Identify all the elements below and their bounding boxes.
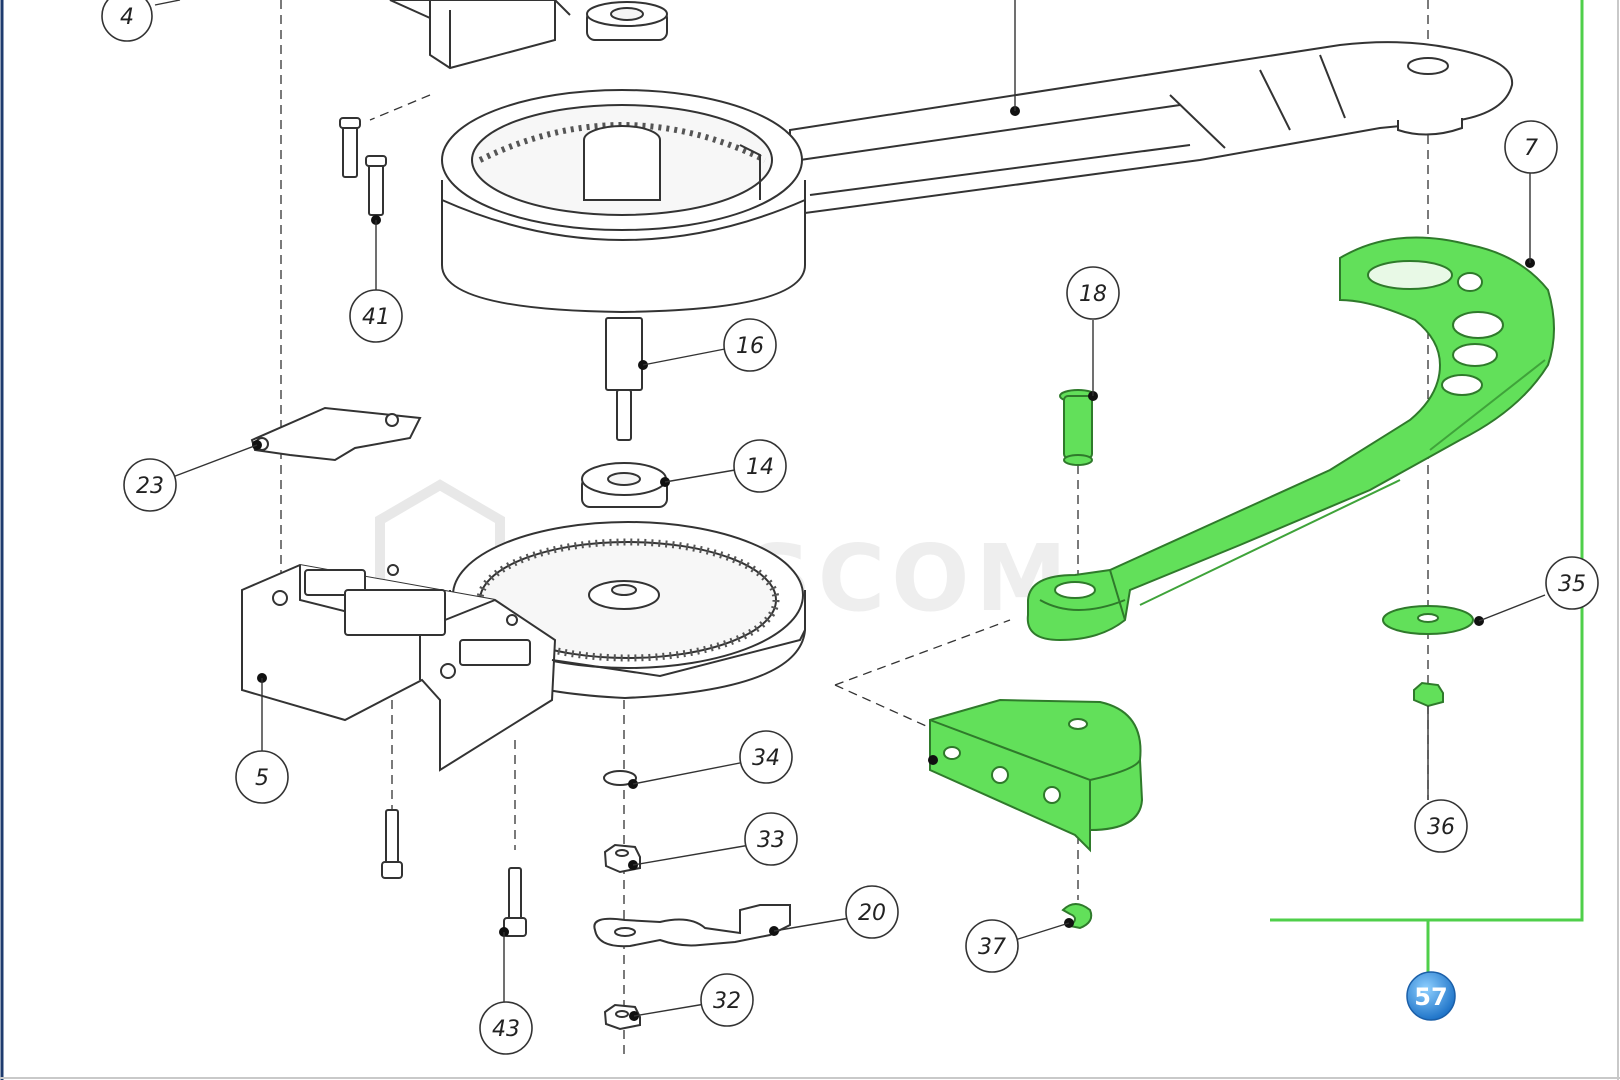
cover-fragment — [389, 0, 571, 70]
callout-32: 32 — [700, 973, 754, 1027]
part-23-plate — [250, 406, 422, 462]
part-43-screw — [503, 867, 527, 937]
callout-34: 34 — [739, 730, 793, 784]
callout-18: 18 — [1066, 266, 1120, 320]
part-41-bolts — [339, 117, 387, 216]
callout-23-label: 23 — [136, 474, 164, 499]
gear-housing-arm — [441, 41, 1514, 314]
kit-bracket — [1270, 0, 1584, 975]
callout-35: 35 — [1545, 556, 1599, 610]
kit-badge-57[interactable]: 57 — [1406, 971, 1456, 1021]
callout-14: 14 — [733, 439, 787, 493]
part-20-contact — [593, 904, 791, 948]
kit-badge-label: 57 — [1414, 983, 1447, 1011]
callout-23: 23 — [123, 458, 177, 512]
callout-4-label: 4 — [120, 5, 134, 30]
callout-20: 20 — [845, 885, 899, 939]
part-36-nut-highlighted — [1413, 681, 1444, 708]
callout-16: 16 — [723, 318, 777, 372]
callout-4: 4 — [101, 0, 153, 42]
callout-33-label: 33 — [757, 828, 785, 853]
callout-37: 37 — [965, 919, 1019, 973]
callout-5-label: 5 — [255, 766, 269, 791]
callout-32-label: 32 — [713, 989, 741, 1014]
callout-41-label: 41 — [362, 305, 390, 330]
leader-lines — [154, 0, 1546, 1017]
clevis-bracket-highlighted — [929, 698, 1144, 853]
callout-37-label: 37 — [978, 935, 1006, 960]
callout-34-label: 34 — [752, 746, 780, 771]
callout-5: 5 — [235, 750, 289, 804]
part-32-nut — [603, 1003, 641, 1031]
callout-36-label: 36 — [1427, 815, 1455, 840]
callout-41: 41 — [349, 289, 403, 343]
callout-43: 43 — [479, 1001, 533, 1055]
part-34-washer — [603, 770, 637, 786]
part-35-washer-highlighted — [1382, 605, 1474, 635]
part-37-clip-highlighted — [1061, 903, 1093, 930]
callout-43-label: 43 — [492, 1017, 520, 1042]
callout-20-label: 20 — [858, 901, 886, 926]
callout-7: 7 — [1504, 120, 1558, 174]
top-bearing — [586, 1, 668, 41]
callout-35-label: 35 — [1558, 572, 1586, 597]
callout-16-label: 16 — [736, 334, 764, 359]
callout-7-label: 7 — [1524, 136, 1538, 161]
part-16-shaft — [605, 317, 643, 441]
callout-14-label: 14 — [746, 455, 774, 480]
lower-screw-left — [381, 809, 403, 879]
part-7-arm-highlighted — [1026, 236, 1555, 642]
callout-18-label: 18 — [1079, 282, 1107, 307]
callout-36: 36 — [1414, 799, 1468, 853]
part-18-pin-highlighted — [1059, 389, 1097, 466]
callout-33: 33 — [744, 812, 798, 866]
part-5-base — [241, 563, 806, 772]
part-14-bearing — [581, 462, 668, 508]
